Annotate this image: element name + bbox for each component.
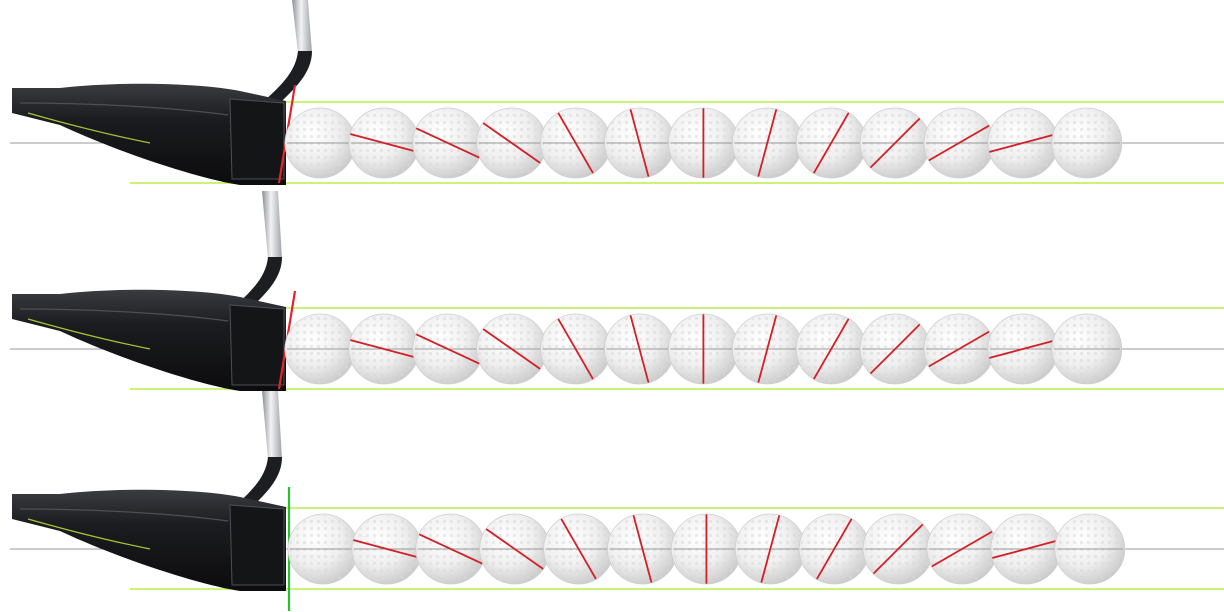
golf-ball [731, 313, 803, 385]
golf-ball [607, 513, 678, 585]
golf-ball [1051, 313, 1123, 385]
putter-hosel [262, 51, 312, 103]
roll-marker-line [632, 515, 653, 583]
golf-ball [795, 313, 867, 385]
golf-ball [284, 313, 356, 385]
rows-layer [10, 0, 1224, 611]
golf-ball [734, 513, 806, 585]
golf-ball [284, 107, 356, 179]
golf-ball [604, 107, 675, 179]
roll-marker-line [928, 331, 990, 367]
golf-ball [926, 513, 998, 585]
roll-marker-line [813, 318, 850, 380]
roll-marker-line [482, 328, 541, 370]
roll-marker-line [873, 524, 924, 574]
golf-ball [479, 513, 551, 585]
golf-ball [671, 513, 742, 585]
golf-ball [540, 313, 611, 385]
golf-ball [287, 513, 359, 585]
golf-ball [923, 107, 995, 179]
putter-head [12, 83, 286, 185]
golf-ball [795, 107, 867, 179]
golf-ball [476, 313, 548, 385]
roll-marker-line [760, 515, 780, 583]
putter-head [12, 489, 286, 591]
putter-shaft [232, 191, 282, 309]
roll-marker-line [560, 518, 597, 580]
putter-shaft [232, 391, 282, 509]
putter-face-block [229, 304, 285, 386]
golf-ball [668, 313, 739, 385]
roll-marker-line [989, 133, 1057, 153]
roll-marker-line [629, 315, 650, 383]
shaft-tube [292, 0, 312, 53]
golf-ball [731, 107, 803, 179]
golf-ball [348, 107, 420, 179]
golf-ball [668, 107, 739, 179]
shaft-tube [262, 191, 282, 259]
putter-head-body [12, 83, 286, 185]
golf-ball [412, 313, 484, 385]
roll-marker-line [485, 528, 544, 570]
putter-head-body [12, 289, 286, 391]
putter-accent-line [27, 112, 151, 144]
roll-marker-line [757, 109, 777, 177]
golf-ball [543, 513, 614, 585]
putter-sightline [19, 308, 229, 322]
putter-head [12, 289, 286, 391]
roll-marker-line [816, 518, 853, 580]
roll-marker-line [557, 318, 594, 380]
golf-ball [348, 313, 420, 385]
putter-sightline [19, 508, 229, 522]
golf-ball [476, 107, 548, 179]
roll-marker-line [482, 122, 541, 164]
golf-ball [604, 313, 675, 385]
golf-ball [351, 513, 423, 585]
putter-row [10, 191, 1224, 391]
golf-ball [412, 107, 484, 179]
roll-marker-line [353, 539, 421, 559]
putter-head-body [12, 489, 286, 591]
golf-ball [1051, 107, 1123, 179]
putter-row [10, 391, 1224, 611]
golf-ball [862, 513, 934, 585]
roll-marker-line [928, 125, 990, 161]
roll-marker-line [557, 112, 594, 174]
roll-marker-line [419, 533, 483, 565]
golf-ball [859, 107, 931, 179]
putter-hosel [232, 457, 282, 509]
shaft-tube [262, 391, 282, 459]
golf-ball [415, 513, 487, 585]
putter-face-block [229, 504, 285, 586]
roll-marker-line [350, 133, 418, 153]
roll-marker-line [870, 324, 921, 374]
golf-ball [1054, 513, 1126, 585]
putter-face-block [229, 98, 285, 180]
golf-ball [540, 107, 611, 179]
golf-ball [987, 313, 1059, 385]
roll-marker-line [931, 531, 993, 567]
golf-ball [987, 107, 1059, 179]
roll-marker-line [350, 339, 418, 359]
golf-ball [990, 513, 1062, 585]
putter-accent-line [27, 318, 151, 350]
roll-marker-line [757, 315, 777, 383]
putter-shaft [262, 0, 312, 103]
putter-row [10, 0, 1224, 185]
roll-marker-line [870, 118, 921, 168]
golf-ball [798, 513, 870, 585]
roll-marker-line [992, 539, 1060, 559]
roll-marker-line [416, 333, 480, 365]
putter-sightline [19, 102, 229, 116]
putter-accent-line [27, 518, 151, 550]
roll-marker-line [989, 339, 1057, 359]
golf-ball [923, 313, 995, 385]
roll-marker-line [416, 127, 480, 159]
roll-marker-line [629, 109, 650, 177]
putter-hosel [232, 257, 282, 309]
roll-marker-line [813, 112, 850, 174]
golf-ball [859, 313, 931, 385]
